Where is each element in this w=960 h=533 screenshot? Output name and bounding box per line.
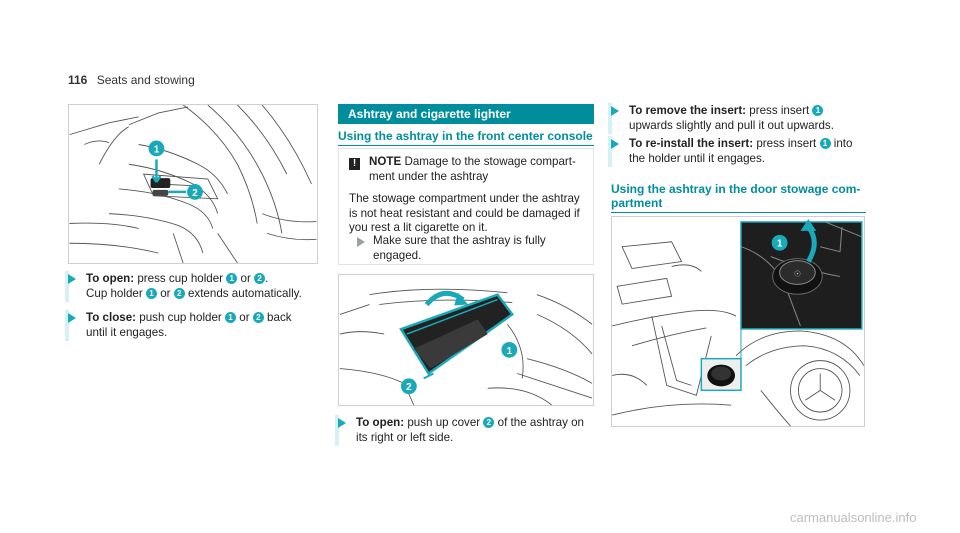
action-arrow-icon [357, 237, 365, 247]
note-label: NOTE [369, 155, 402, 168]
callout-2: 2 [406, 382, 412, 393]
warning-icon: ! [349, 158, 360, 170]
step-close-cup-holder: To close: push cup holder 1 or 2 back un… [65, 310, 318, 341]
step-arrow-icon [611, 139, 619, 149]
step-arrow-icon [68, 274, 76, 284]
subsection-heading: Using the ashtray in the front center co… [338, 129, 594, 146]
step-arrow-icon [68, 313, 76, 323]
step-remove-insert: To remove the insert: press insert 1 upw… [608, 103, 866, 134]
note-action: Make sure that the ashtray is fully enga… [373, 234, 546, 262]
ashtray-illustration: 1 2 [339, 288, 593, 405]
step-arrow-icon [611, 106, 619, 116]
figure-ashtray-console: 1 2 [338, 274, 594, 406]
note-body: The stowage compartment under the ashtra… [349, 192, 580, 234]
page-number: 116 [68, 73, 88, 87]
rear-seat-illustration: 1 2 [69, 105, 317, 263]
note-box: ! NOTE Damage to the stowage compart- me… [338, 148, 594, 265]
footer-watermark: carmanualsonline.info [790, 510, 917, 525]
page-header: 116 Seats and stowing [68, 73, 195, 87]
subsection-heading-door: Using the ashtray in the door stowage co… [611, 182, 866, 213]
door-ashtray-illustration: ☉ 1 [612, 218, 864, 426]
callout-1: 1 [507, 346, 513, 357]
section-title: Seats and stowing [96, 73, 195, 87]
step-open-cup-holder: To open: press cup holder 1 or 2. Cup ho… [65, 271, 318, 302]
section-banner: Ashtray and cigarette lighter [338, 104, 594, 124]
callout-1: 1 [777, 239, 783, 250]
callout-2: 2 [192, 188, 198, 199]
figure-door-ashtray: ☉ 1 [611, 216, 865, 427]
callout-1: 1 [154, 144, 160, 155]
step-reinstall-insert: To re-install the insert: press insert 1… [608, 136, 866, 167]
figure-rear-cup-holder: 1 2 [68, 104, 318, 264]
step-open-ashtray: To open: push up cover 2 of the ashtray … [335, 415, 594, 446]
ashtray-symbol-icon: ☉ [794, 269, 801, 278]
step-arrow-icon [338, 418, 346, 428]
